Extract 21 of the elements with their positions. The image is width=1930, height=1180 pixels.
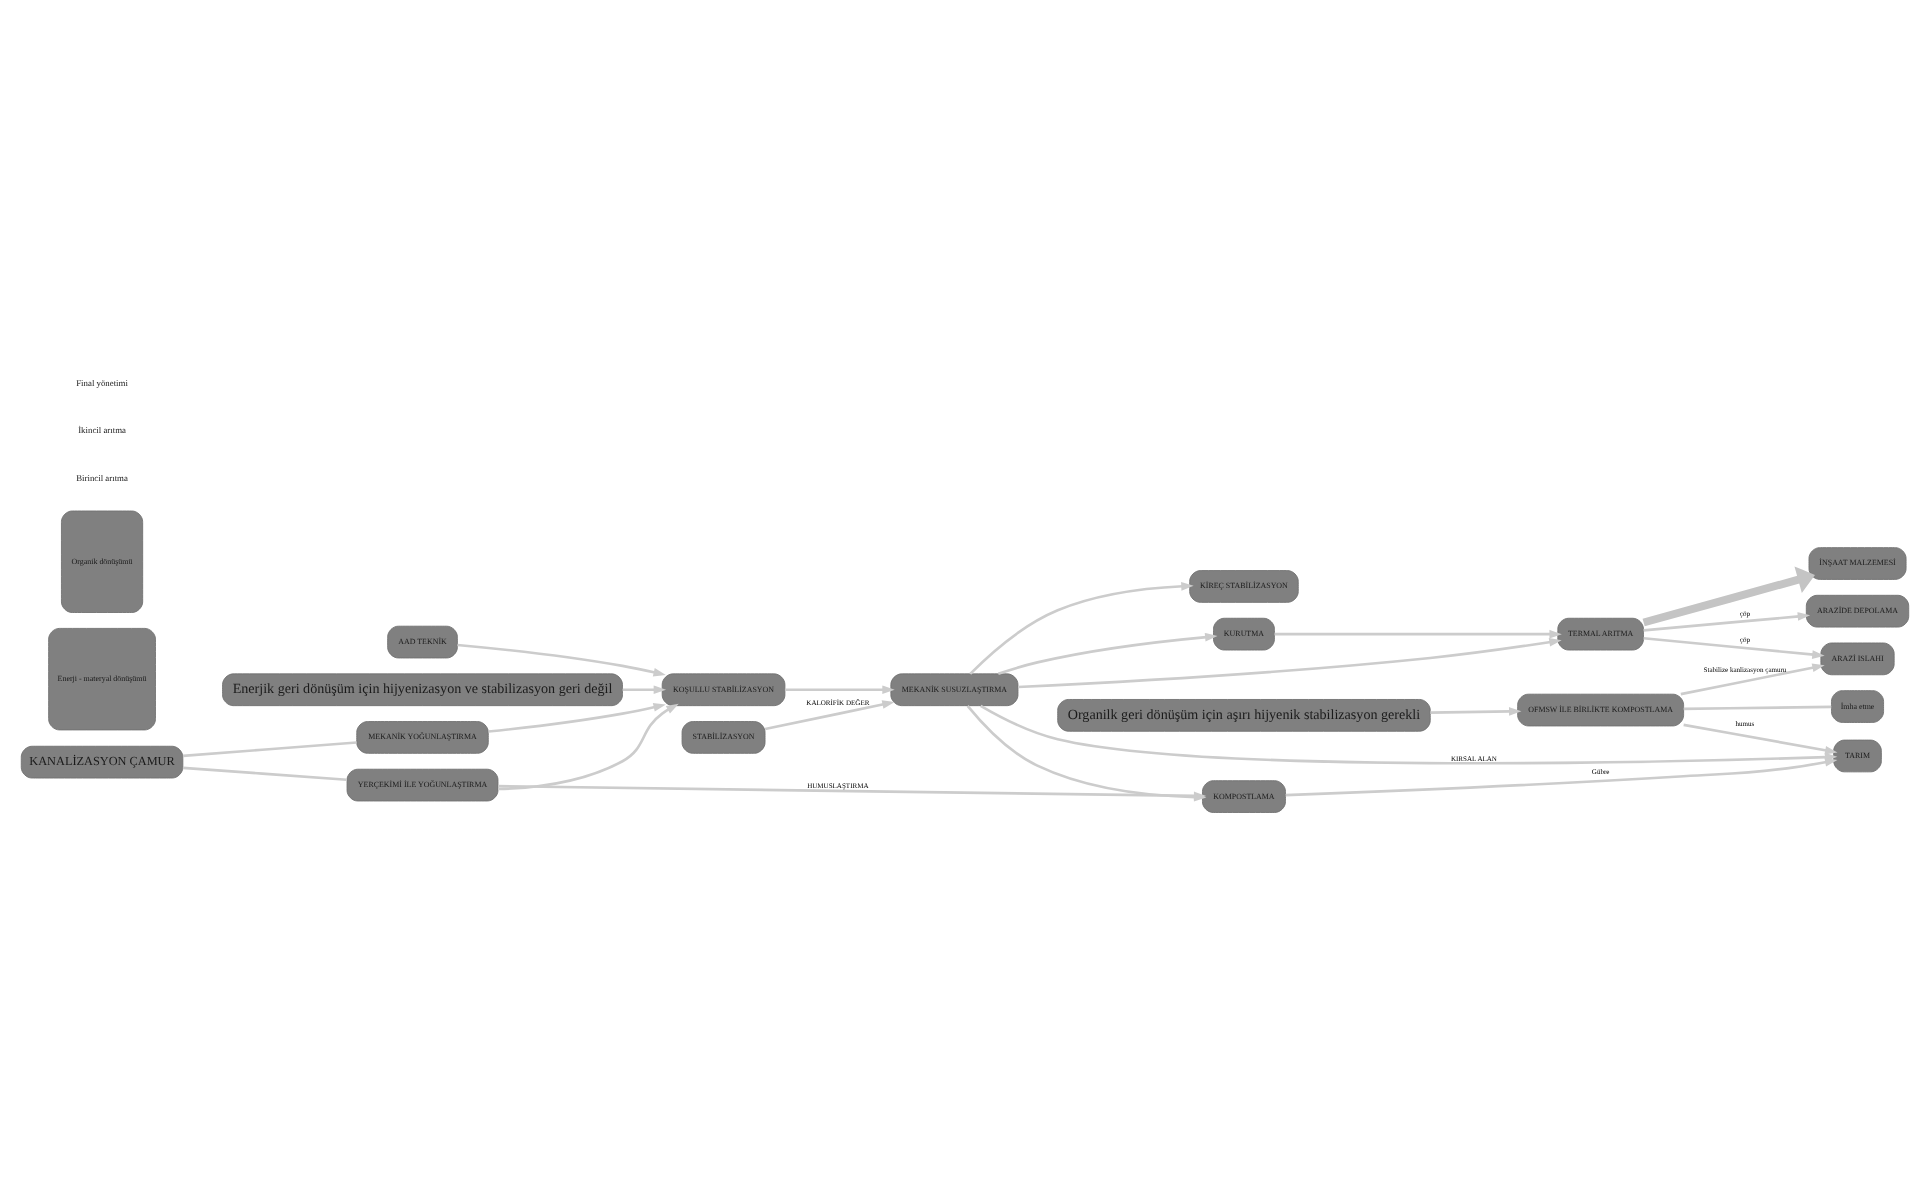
arrow (997, 632, 1218, 675)
arrow (1430, 707, 1522, 716)
arrow (457, 643, 666, 677)
arrow (1285, 757, 1838, 797)
arrow (488, 703, 666, 733)
arrow (1683, 723, 1838, 755)
arrow (1017, 637, 1562, 689)
connector (182, 766, 347, 782)
connector (1683, 705, 1832, 711)
arrow (622, 685, 667, 695)
arrow (980, 704, 1838, 765)
connector (182, 741, 357, 758)
arrow (1274, 629, 1562, 639)
arrow (1642, 566, 1815, 627)
arrow (1680, 663, 1825, 696)
arrow (1643, 636, 1825, 659)
arrow (498, 703, 679, 791)
arrow (1643, 612, 1811, 632)
arrow (784, 685, 895, 695)
arrow (764, 700, 895, 731)
arrow (969, 581, 1194, 675)
